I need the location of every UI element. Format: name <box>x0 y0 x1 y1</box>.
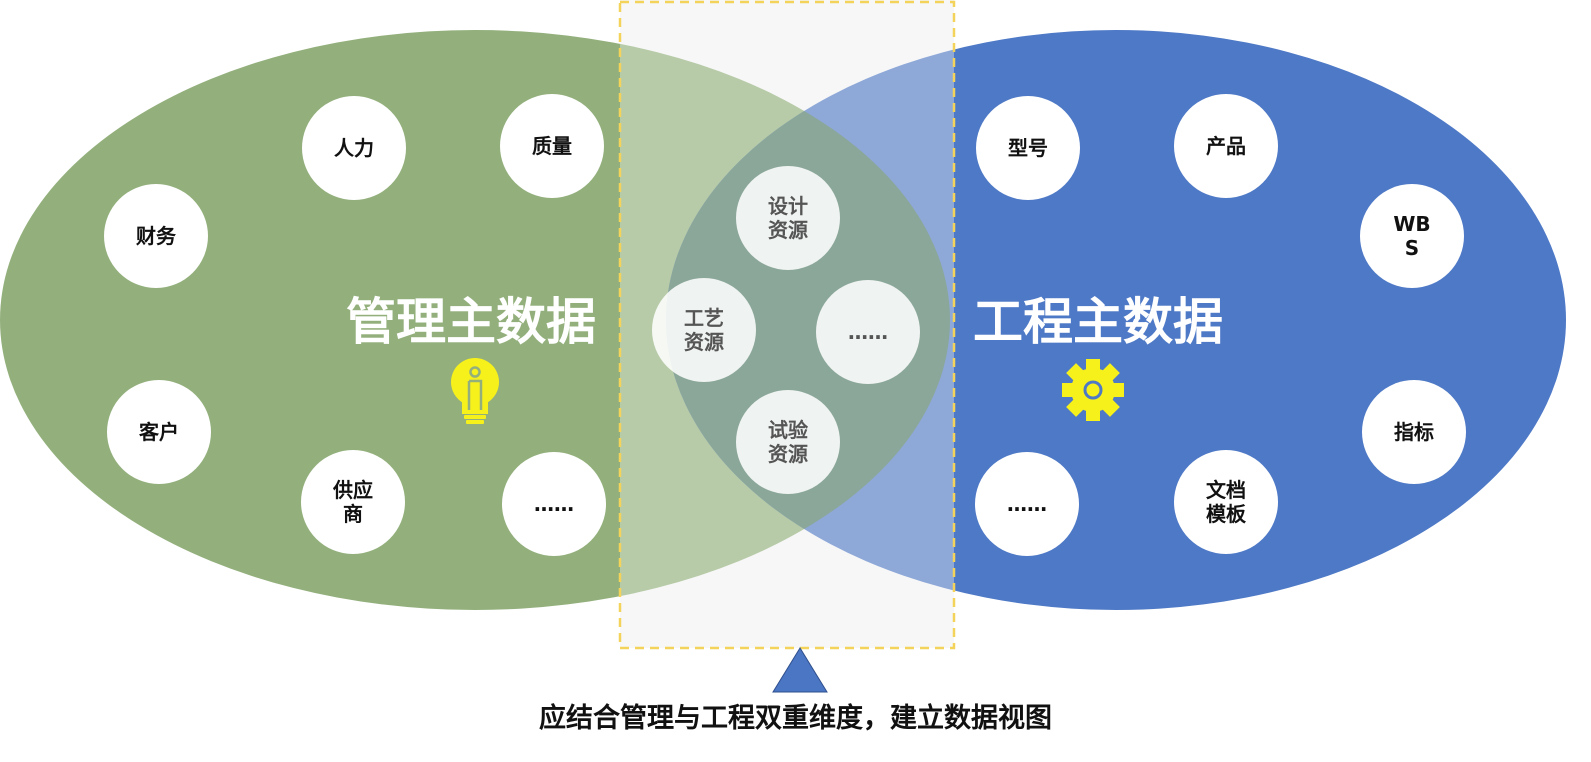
node-shared-more[interactable]: …… <box>816 280 920 384</box>
node-design-resource[interactable]: 设计 资源 <box>736 166 840 270</box>
node-supplier[interactable]: 供应 商 <box>301 450 405 554</box>
lightbulb-icon <box>451 358 499 424</box>
node-test-resource[interactable]: 试验 资源 <box>736 390 840 494</box>
node-left-more[interactable]: …… <box>502 452 606 556</box>
node-finance[interactable]: 财务 <box>104 184 208 288</box>
highlight-dashed-box <box>618 0 956 650</box>
engineering-title: 工程主数据 <box>973 293 1223 351</box>
node-model[interactable]: 型号 <box>976 96 1080 200</box>
overlap-band <box>620 30 954 610</box>
node-process-resource[interactable]: 工艺 资源 <box>652 278 756 382</box>
node-quality[interactable]: 质量 <box>500 94 604 198</box>
node-product[interactable]: 产品 <box>1174 94 1278 198</box>
node-hr[interactable]: 人力 <box>302 96 406 200</box>
node-indicator[interactable]: 指标 <box>1362 380 1466 484</box>
node-right-more[interactable]: …… <box>975 452 1079 556</box>
gear-icon <box>1062 359 1124 421</box>
pointer-triangle-icon <box>772 647 828 693</box>
node-customer[interactable]: 客户 <box>107 380 211 484</box>
node-wbs[interactable]: WB S <box>1360 184 1464 288</box>
node-doc-template[interactable]: 文档 模板 <box>1174 450 1278 554</box>
caption: 应结合管理与工程双重维度，建立数据视图 <box>539 703 1052 734</box>
management-title: 管理主数据 <box>346 293 596 351</box>
